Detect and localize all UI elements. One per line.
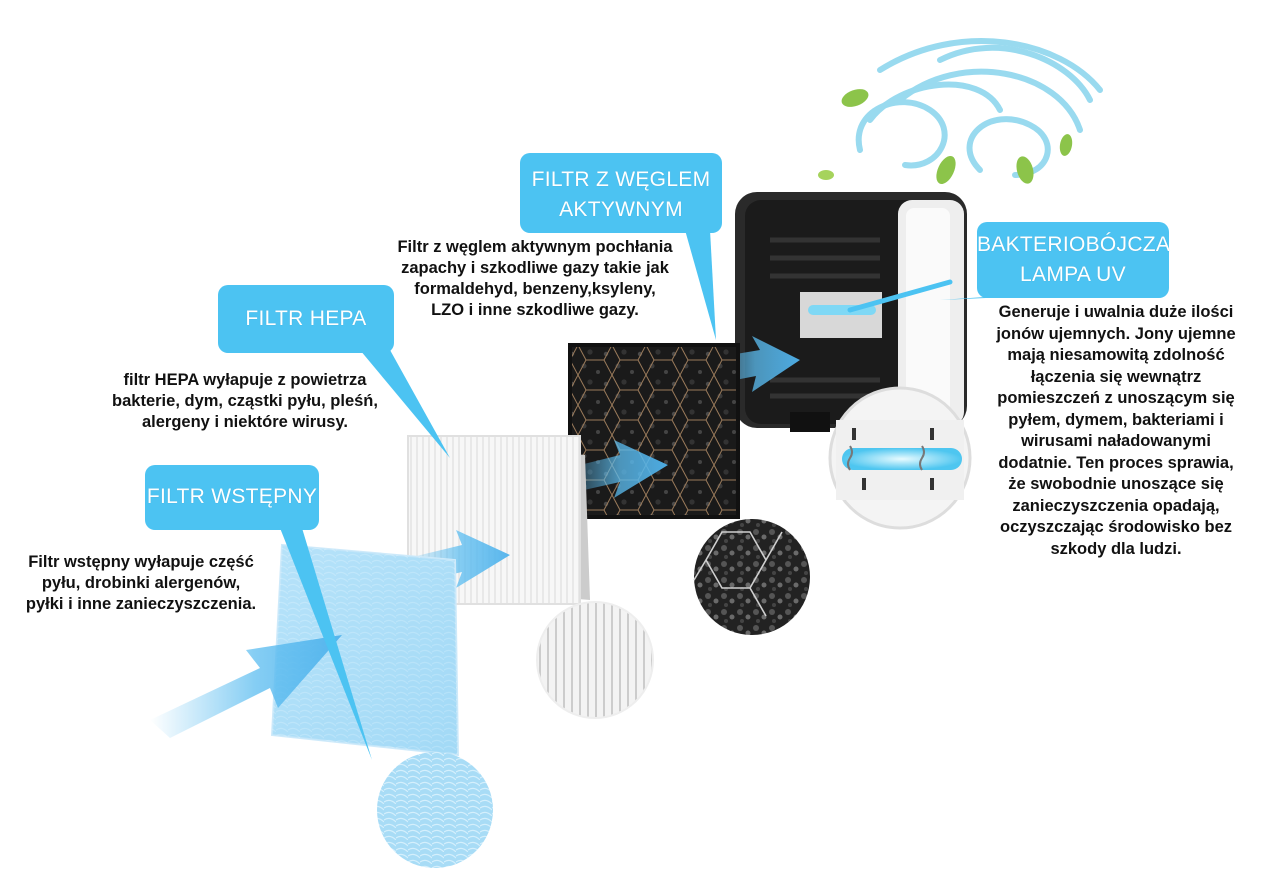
desc-line: Generuje i uwalnia duże ilości [998,303,1234,321]
carbon-granules-zoom [693,519,810,635]
desc-line: mają niesamowitą zdolność [1007,346,1225,364]
desc-line: Filtr z węglem aktywnym pochłania [397,238,673,256]
uv-lamp-icon [828,386,972,530]
desc-line: łączenia się wewnątrz [1030,367,1202,386]
desc-uv: Generuje i uwalnia duże ilości jonów uje… [980,302,1252,560]
desc-line: pyłem, dymem, bakteriami i [1008,410,1224,429]
desc-line: Filtr wstępny wyłapuje część [28,553,254,571]
label-pre-filter: FILTR WSTĘPNY [146,485,318,508]
air-swirl-icon [855,38,1103,178]
desc-line: zapachy i szkodliwe gazy takie jak [401,259,669,277]
carbon-filter-icon [568,343,740,519]
desc-line: szkody dla ludzi. [1050,539,1182,558]
airflow-arrow-carbon [560,440,668,498]
label-carbon-line2: AKTYWNYM [559,198,683,221]
desc-line: pyłu, drobinki alergenów, [41,574,241,592]
label-carbon-line1: FILTR Z WĘGLEM [531,168,711,191]
bubble-carbon [520,153,722,340]
label-uv: BAKTERIOBÓJCZA LAMPA UV [977,230,1171,290]
label-carbon: FILTR Z WĘGLEM AKTYWNYM [520,165,722,225]
desc-line: filtr HEPA wyłapuje z powietrza [123,371,367,389]
desc-line: pyłki i inne zanieczyszczenia. [25,595,257,613]
bubble-pre-filter [145,465,372,760]
bubble-hepa [218,285,450,458]
desc-line: bakterie, dym, cząstki pyłu, pleśń, [112,392,378,410]
pre-filter-zoom [377,752,493,868]
desc-line: LZO i inne szkodliwe gazy. [431,301,639,319]
desc-line: że swobodnie unoszące się [1008,475,1224,493]
bubble-uv [940,222,1169,300]
desc-carbon: Filtr z węglem aktywnym pochłania zapach… [382,237,688,321]
desc-pre-filter: Filtr wstępny wyłapuje część pyłu, drobi… [6,552,276,615]
desc-line: jonów ujemnych. Jony ujemne [996,324,1236,343]
desc-hepa: filtr HEPA wyłapuje z powietrza bakterie… [100,370,390,433]
desc-line: dodatnie. Ten proces sprawia, [998,453,1234,472]
hepa-zoom [536,601,654,719]
desc-line: formaldehyd, benzeny,ksyleny, [414,280,656,298]
desc-line: pomieszczeń z unoszącym się [997,389,1235,407]
desc-line: alergeny i niektóre wirusy. [141,413,349,431]
label-hepa: FILTR HEPA [245,307,367,330]
desc-line: zanieczyszczenia opadają, [1012,496,1220,515]
desc-line: oczyszczając środowisko bez [999,518,1232,536]
airflow-arrow-prefilter [150,635,342,738]
label-uv-line1: BAKTERIOBÓJCZA [977,233,1171,256]
desc-line: wirusami naładowanymi [1021,432,1211,450]
label-uv-line2: LAMPA UV [1020,263,1126,286]
leaf-icon [818,89,1073,185]
